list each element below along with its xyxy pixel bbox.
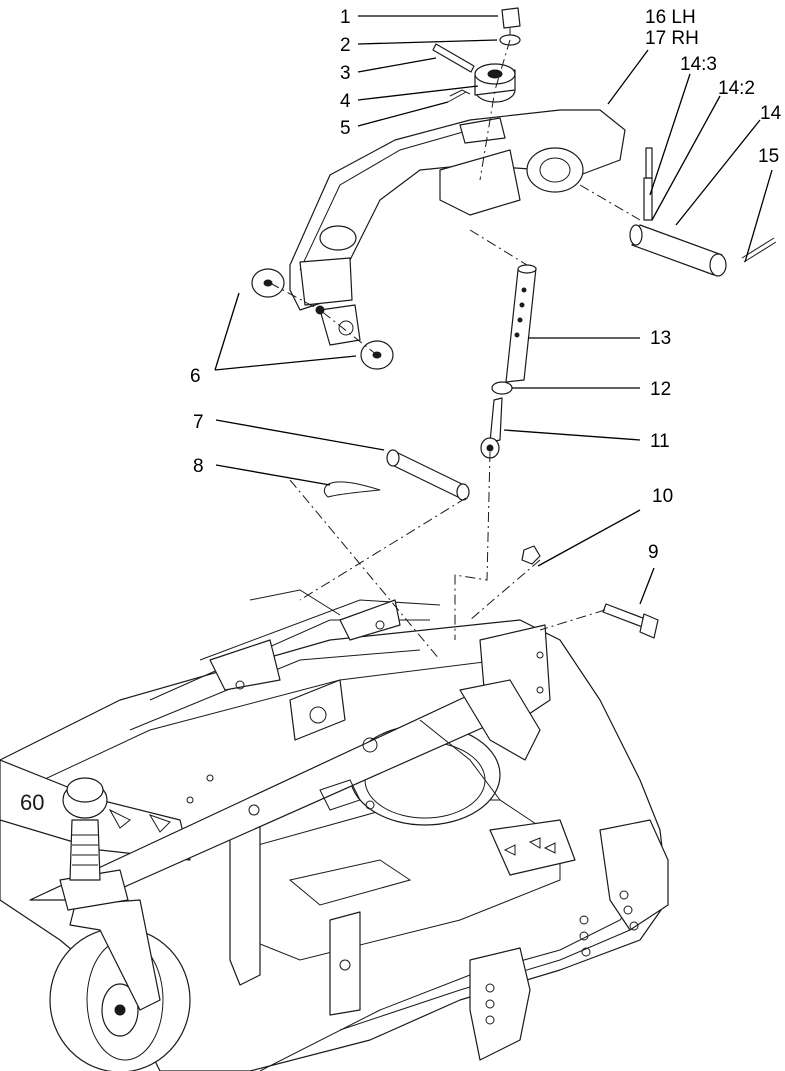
part-8-hair-pin [323,481,381,498]
callout-17-rh: 17 RH [645,28,699,49]
callout-4: 4 [340,91,351,112]
part-12-jam-nut [491,381,513,395]
assembly-lines [269,39,641,661]
callouts: 1 2 3 4 5 6 7 8 9 10 11 12 13 14 14:2 14… [190,7,782,563]
callout-9: 9 [648,542,659,563]
leader-lines [214,15,773,605]
part-5-hair-pin [447,89,471,103]
part-14-shaft [629,224,727,277]
part-14-2 [643,177,653,221]
callout-12: 12 [650,379,671,400]
callout-3: 3 [340,63,351,84]
callout-5: 5 [340,118,351,139]
callout-7: 7 [193,412,204,433]
callout-11: 11 [650,431,670,452]
part-15-cotter-pin [741,237,777,263]
callout-8: 8 [193,456,204,477]
callout-10: 10 [652,486,673,507]
part-7-pin [386,449,470,501]
part-13-tube [505,264,537,383]
lift-arm [289,109,626,346]
callout-13: 13 [650,328,671,349]
callout-1: 1 [340,7,351,28]
deck-marking: 60 [20,790,44,815]
part-9-bolt [602,603,659,639]
callout-14-2: 14:2 [718,78,755,99]
callout-2: 2 [340,35,351,56]
callout-14: 14 [760,103,782,124]
part-10-nut [521,545,541,565]
callout-16-lh: 16 LH [645,7,696,28]
part-4-collar [474,63,516,103]
part-11-rod-end [480,397,503,459]
part-14-3 [645,147,653,179]
callout-6: 6 [190,366,201,387]
callout-15: 15 [758,146,779,167]
caster-wheel [49,777,191,1071]
callout-14-3: 14:3 [680,54,717,75]
part-3-pin [432,43,475,73]
